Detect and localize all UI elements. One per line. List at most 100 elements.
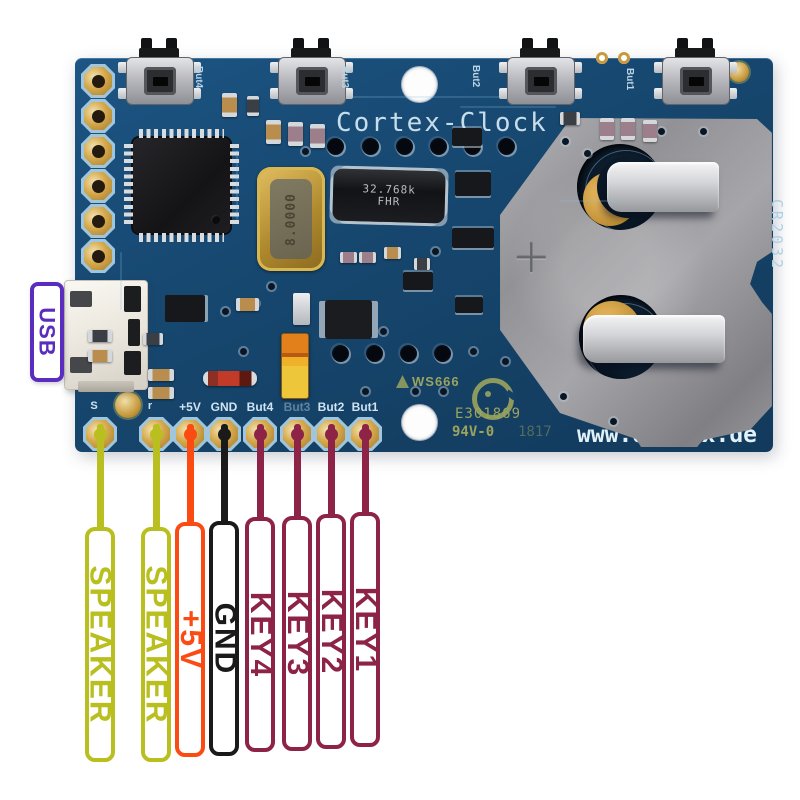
pin-annotation-label: KEY2	[315, 514, 348, 749]
smd-component	[148, 369, 174, 381]
smd-component	[414, 258, 430, 270]
via	[440, 388, 447, 395]
via	[222, 308, 229, 315]
through-hole	[430, 138, 447, 155]
pin-annotation-label: +5V	[174, 522, 207, 757]
usb-pin	[128, 319, 140, 346]
button-silkscreen: But3	[339, 66, 350, 89]
pin-annotation-wire	[96, 424, 104, 537]
battery-holder-cr2032: +	[500, 117, 772, 447]
gold-test-pad-bottom	[115, 392, 141, 418]
pin-label-text: KEY1	[349, 586, 382, 673]
pin-annotation-wire	[361, 424, 369, 522]
button-actuator	[702, 38, 713, 52]
button-actuator	[318, 38, 329, 52]
smd-component	[455, 297, 483, 313]
button-solder-pad	[654, 88, 663, 99]
tact-button	[126, 57, 194, 105]
via	[268, 283, 275, 290]
board-title-silkscreen: Cortex-Clock	[336, 108, 548, 138]
pcb-trace	[352, 96, 502, 98]
button-solder-pad	[118, 62, 127, 73]
crystal-8mhz: 8.0000	[257, 167, 325, 271]
smd-component	[643, 120, 657, 142]
smd-component	[452, 128, 482, 146]
pin-annotation-label: KEY4	[244, 517, 277, 752]
via	[658, 128, 665, 135]
mcu-pin1-dot	[211, 215, 220, 224]
through-hole	[434, 345, 451, 362]
button-solder-pad	[118, 88, 127, 99]
button-solder-pad	[499, 62, 508, 73]
header-pad	[81, 64, 115, 98]
button-solder-pad	[728, 62, 737, 73]
header-pad	[81, 204, 115, 238]
pcb-trace	[120, 252, 122, 310]
header-pad	[81, 99, 115, 133]
pin-annotation-label: GND	[208, 521, 242, 756]
smd-component	[325, 300, 372, 339]
button-solder-pad	[728, 88, 737, 99]
pin-annotation-wire	[220, 424, 228, 531]
battery-clip-finger	[607, 162, 719, 212]
smd-component	[384, 247, 401, 259]
io-pad-silkscreen: But2	[317, 400, 345, 414]
smd-component	[452, 228, 494, 248]
pin-annotation-wire	[186, 424, 194, 532]
flammability-rating: 94V-0	[452, 424, 495, 440]
through-hole	[332, 345, 349, 362]
through-hole	[366, 345, 383, 362]
button-actuator	[677, 38, 688, 52]
button-actuator	[293, 38, 304, 52]
pin-annotation-wire	[152, 424, 160, 537]
smd-component	[293, 293, 310, 325]
smd-component	[165, 295, 205, 322]
button-solder-pad	[573, 88, 582, 99]
battery-plus-mark: +	[512, 229, 551, 283]
button-solder-pad	[270, 88, 279, 99]
button-silkscreen: But4	[193, 66, 204, 89]
smd-component	[266, 120, 281, 144]
button-solder-pad	[344, 88, 353, 99]
smd-component	[247, 96, 259, 116]
pin-label-text: KEY4	[244, 591, 277, 678]
mounting-hole-bottom	[402, 405, 437, 440]
through-hole	[396, 138, 413, 155]
pin-label-text: GND	[208, 602, 242, 675]
castellation	[596, 52, 608, 64]
button-actuator	[675, 48, 715, 59]
smd-component	[621, 118, 635, 140]
io-pad-silkscreen: But4	[246, 400, 274, 414]
button-solder-pad	[270, 62, 279, 73]
io-pad-silkscreen: S	[90, 400, 98, 412]
via	[700, 128, 707, 135]
via	[432, 248, 439, 255]
smd-component	[455, 172, 491, 196]
button-actuator	[520, 48, 560, 59]
pin-annotation-label: KEY3	[281, 516, 314, 751]
pcb-trace	[236, 150, 238, 220]
usb-annotation-label: USB	[30, 282, 64, 382]
io-pad-silkscreen: +5V	[179, 400, 201, 414]
smd-component	[88, 350, 112, 362]
tact-button	[662, 57, 730, 105]
via	[362, 388, 369, 395]
pin-annotation-wire	[327, 424, 335, 524]
pin-annotation-label: SPEAKER	[84, 527, 117, 762]
via	[584, 150, 591, 157]
io-pad-silkscreen: r	[147, 400, 153, 412]
smd-component	[222, 93, 237, 117]
tact-button	[278, 57, 346, 105]
smd-component	[560, 112, 580, 125]
button-actuator	[166, 38, 177, 52]
date-code: 1817	[518, 424, 552, 440]
button-solder-pad	[499, 88, 508, 99]
smd-component	[403, 272, 433, 290]
via	[240, 348, 247, 355]
usb-crimp-tab	[70, 291, 92, 307]
button-solder-pad	[654, 62, 663, 73]
button-solder-pad	[192, 88, 201, 99]
button-actuator	[291, 48, 331, 59]
pin-annotation-label: KEY1	[349, 512, 382, 747]
